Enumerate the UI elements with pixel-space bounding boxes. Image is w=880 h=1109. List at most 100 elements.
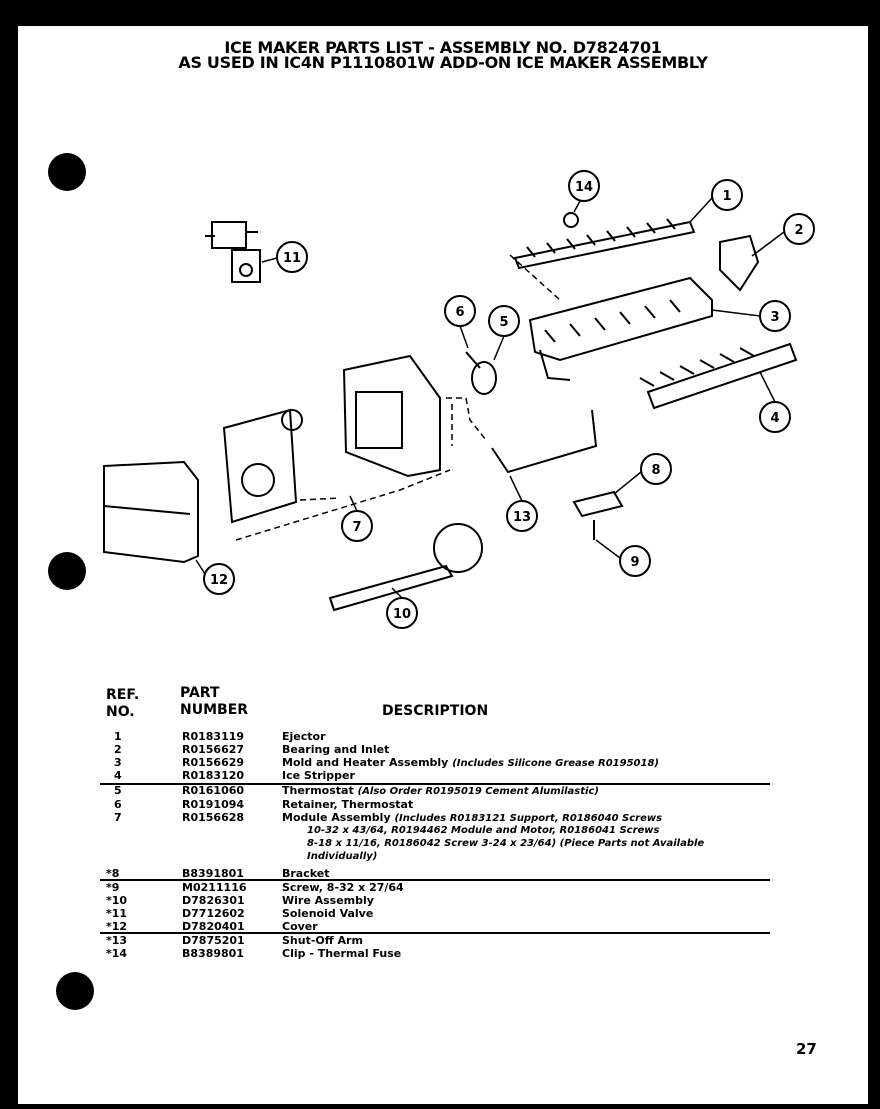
page-title-line2: AS USED IN IC4N P1110801W ADD-ON ICE MAK… — [178, 53, 708, 72]
description-text: Thermostat — [282, 784, 354, 797]
part-number: D7826301 — [182, 894, 245, 907]
part-description: Solenoid Valve — [282, 907, 374, 920]
ref-no: 1 — [114, 730, 122, 743]
table-row: *12 D7820401 Cover — [0, 921, 880, 933]
ref-no: *10 — [106, 894, 128, 907]
ref-no: *8 — [106, 867, 120, 880]
callout-11: 11 — [283, 251, 301, 266]
ref-no: *13 — [106, 934, 128, 947]
ref-no: 6 — [114, 798, 122, 811]
callout-6: 6 — [455, 305, 464, 320]
table-row: *13 D7875201 Shut-Off Arm — [0, 935, 880, 947]
callout-9: 9 — [630, 555, 639, 570]
table-row: 5 R0161060 Thermostat (Also Order R01950… — [0, 784, 880, 798]
callout-8: 8 — [651, 463, 660, 478]
solenoid-valve-drawing — [205, 221, 261, 283]
table-rule — [100, 879, 770, 881]
part-number: D7875201 — [182, 934, 245, 947]
thermostat-drawing — [465, 351, 497, 395]
ref-no: 3 — [114, 756, 122, 769]
shutoff-arm-drawing — [491, 409, 598, 474]
bearing-inlet-drawing — [719, 234, 760, 292]
part-description: Bracket — [282, 867, 330, 880]
ice-stripper-drawing — [639, 342, 798, 410]
thermal-fuse-clip-drawing — [563, 212, 579, 228]
table-row: *10 D7826301 Wire Assembly — [0, 895, 880, 907]
binder-hole-middle — [48, 552, 86, 590]
part-number: R0183119 — [182, 730, 245, 743]
bracket-drawing — [572, 490, 624, 518]
ref-no: *12 — [106, 920, 128, 933]
description-text: Mold and Heater Assembly — [282, 756, 449, 769]
callout-1: 1 — [722, 189, 731, 204]
part-description: Mold and Heater Assembly (Includes Silic… — [282, 757, 659, 770]
callout-10: 10 — [393, 607, 411, 622]
part-number: R0191094 — [182, 798, 245, 811]
part-number: D7712602 — [182, 907, 245, 920]
description-note: (Includes R0183121 Support, R0186040 Scr… — [394, 813, 663, 824]
ref-no: 5 — [114, 784, 122, 797]
part-number: R0156627 — [182, 743, 245, 756]
table-rule — [100, 783, 770, 785]
table-row: 2 R0156627 Bearing and Inlet — [0, 744, 880, 756]
ref-no: 4 — [114, 769, 122, 782]
table-row: *11 D7712602 Solenoid Valve — [0, 908, 880, 920]
wire-assembly-drawing — [328, 523, 483, 612]
part-number: D7820401 — [182, 920, 245, 933]
ref-no: *11 — [106, 907, 128, 920]
part-description: Wire Assembly — [282, 894, 374, 907]
exploded-parts-diagram: 1 2 3 4 5 6 7 8 9 10 11 12 13 14 — [103, 170, 815, 629]
binder-hole-bottom — [56, 972, 94, 1010]
module-assembly-drawing — [222, 354, 441, 524]
part-description: Cover — [282, 920, 318, 933]
table-rule — [100, 932, 770, 934]
callout-5: 5 — [499, 315, 508, 330]
row7-continuation-2: 8-18 x 11/16, R0186042 Screw 3-24 x 23/6… — [307, 838, 705, 849]
part-number: R0161060 — [182, 784, 245, 797]
ref-no: 2 — [114, 743, 122, 756]
description-note: (Also Order R0195019 Cement Alumilastic) — [357, 786, 599, 797]
part-description: Bearing and Inlet — [282, 743, 390, 756]
callout-14: 14 — [575, 180, 593, 195]
part-description: Retainer, Thermostat — [282, 798, 414, 811]
table-row: 3 R0156629 Mold and Heater Assembly (Inc… — [0, 756, 880, 770]
header-description: DESCRIPTION — [382, 703, 489, 719]
header-part-line1: PART — [180, 685, 220, 701]
page-number: 27 — [796, 1040, 817, 1058]
part-description: Clip - Thermal Fuse — [282, 947, 402, 960]
ref-no: *14 — [106, 947, 128, 960]
part-number: B8389801 — [182, 947, 244, 960]
part-description: Thermostat (Also Order R0195019 Cement A… — [282, 785, 599, 798]
callout-7: 7 — [352, 520, 361, 535]
table-row: 6 R0191094 Retainer, Thermostat — [0, 799, 880, 811]
callout-3: 3 — [770, 310, 779, 325]
part-description: Module Assembly (Includes R0183121 Suppo… — [282, 812, 662, 825]
part-description: Screw, 8-32 x 27/64 — [282, 881, 404, 894]
callout-13: 13 — [513, 510, 531, 525]
part-number: R0156629 — [182, 756, 245, 769]
callout-labels: 1 2 3 4 5 6 7 8 9 10 11 12 13 14 — [195, 170, 815, 629]
mold-heater-drawing — [528, 276, 713, 381]
part-number: B8391801 — [182, 867, 244, 880]
row7-continuation-1: 10-32 x 43/64, R0194462 Module and Motor… — [307, 825, 660, 836]
part-description: Shut-Off Arm — [282, 934, 363, 947]
binder-hole-top — [48, 153, 86, 191]
ref-no: 7 — [114, 811, 122, 824]
callout-4: 4 — [770, 411, 779, 426]
part-description: Ice Stripper — [282, 769, 355, 782]
part-number: R0183120 — [182, 769, 245, 782]
part-number: R0156628 — [182, 811, 245, 824]
part-number: M0211116 — [182, 881, 247, 894]
table-row: *8 B8391801 Bracket — [0, 868, 880, 880]
callout-2: 2 — [794, 223, 803, 238]
page-title-line1: ICE MAKER PARTS LIST - ASSEMBLY NO. D782… — [224, 38, 662, 57]
header-ref-line1: REF. — [106, 687, 140, 703]
table-row: 4 R0183120 Ice Stripper — [0, 770, 880, 782]
description-note: (Includes Silicone Grease R0195018) — [452, 758, 659, 769]
header-part-line2: NUMBER — [180, 702, 249, 718]
row7-continuation-3: Individually) — [307, 851, 378, 862]
cover-drawing — [103, 460, 199, 564]
table-row: *14 B8389801 Clip - Thermal Fuse — [0, 948, 880, 960]
ejector-drawing — [513, 218, 696, 270]
ref-no: *9 — [106, 881, 120, 894]
